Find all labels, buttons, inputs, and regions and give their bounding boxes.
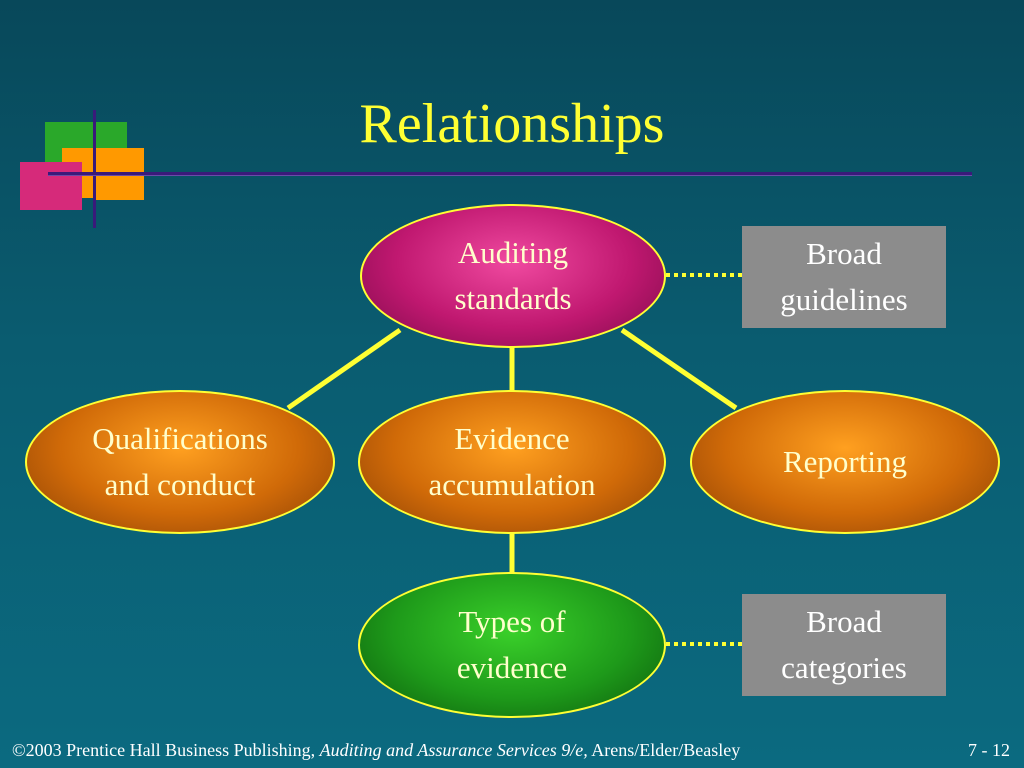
node-auditing-standards-label: Auditing standards xyxy=(454,234,572,317)
node-types-of-evidence-label: Types of evidence xyxy=(456,603,568,686)
label-broad-guidelines: Broad guidelines xyxy=(742,226,946,328)
node-reporting-label: Reporting xyxy=(783,443,907,479)
title-underline xyxy=(48,172,972,176)
label-broad-categories: Broad categories xyxy=(742,594,946,696)
footer-authors: Arens/Elder/Beasley xyxy=(587,740,741,760)
label-broad-categories-text: Broad categories xyxy=(781,603,907,686)
node-reporting: Reporting xyxy=(690,390,1000,534)
logo-vertical-line xyxy=(93,110,96,228)
logo-pink-square xyxy=(20,162,82,210)
node-auditing-standards: Auditing standards xyxy=(360,204,666,348)
slide-title: Relationships xyxy=(359,93,665,155)
connector-standards-reporting xyxy=(620,327,738,411)
node-evidence-accumulation-label: Evidence accumulation xyxy=(428,420,596,503)
footer-book-title: Auditing and Assurance Services 9/e, xyxy=(319,740,588,760)
connector-standards-qualifications xyxy=(286,327,402,411)
label-broad-guidelines-text: Broad guidelines xyxy=(780,235,908,318)
node-types-of-evidence: Types of evidence xyxy=(358,572,666,718)
footer-credit: ©2003 Prentice Hall Business Publishing,… xyxy=(12,740,740,761)
node-qualifications-label: Qualifications and conduct xyxy=(92,420,268,503)
node-evidence-accumulation: Evidence accumulation xyxy=(358,390,666,534)
footer-publisher: ©2003 Prentice Hall Business Publishing, xyxy=(12,740,320,760)
node-qualifications-and-conduct: Qualifications and conduct xyxy=(25,390,335,534)
page-number: 7 - 12 xyxy=(968,740,1010,760)
